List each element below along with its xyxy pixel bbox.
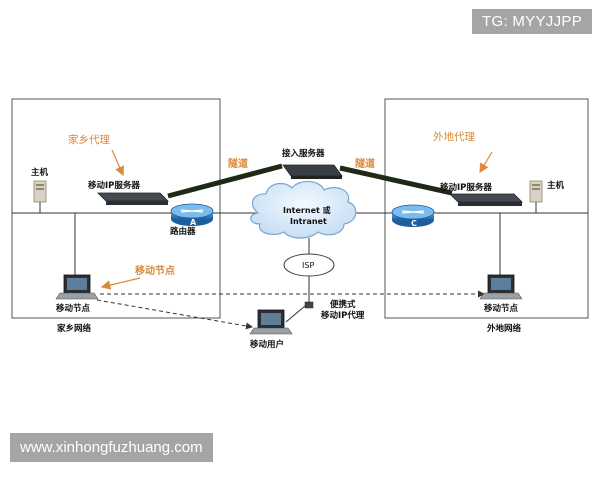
isp-label: ISP <box>302 261 314 270</box>
router-c <box>391 204 435 227</box>
home-ip-server-label: 移动IP服务器 <box>88 180 140 191</box>
home-host-tower <box>33 180 47 203</box>
cloud-label-line1: Internet 或 <box>283 205 331 215</box>
portable-proxy-device <box>304 301 314 309</box>
foreign-network-label: 外地网络 <box>486 323 522 334</box>
foreign-host-label: 主机 <box>547 180 565 191</box>
access-server-label: 接入服务器 <box>282 148 325 159</box>
cloud-label-line2: Intranet <box>290 217 327 226</box>
foreign-agent-label: 外地代理 <box>433 130 475 143</box>
portable-proxy-label-line1: 便携式 <box>330 299 356 310</box>
foreign-host-tower <box>529 180 543 203</box>
home-agent-arrow <box>111 149 125 177</box>
home-network-label: 家乡网络 <box>57 323 92 334</box>
watermark-bottom-url[interactable]: www.xinhongfuzhuang.com <box>10 433 213 462</box>
portable-proxy-label-line2: 移动IP代理 <box>321 310 365 321</box>
tunnel-left-label: 隧道 <box>228 157 248 170</box>
home-ip-server <box>97 192 169 205</box>
foreign-network-box <box>384 98 589 319</box>
router-a-letter: A <box>190 218 197 227</box>
router-c-letter: C <box>411 219 417 228</box>
access-server <box>282 164 343 179</box>
internet-cloud <box>250 180 357 239</box>
isp-ellipse <box>283 253 335 277</box>
home-mobile-node-laptop <box>55 274 99 300</box>
router-label: 路由器 <box>170 226 196 237</box>
foreign-mobile-node-laptop <box>479 274 523 300</box>
foreign-ip-server-label: 移动IP服务器 <box>440 182 492 193</box>
dashed-path-to-user <box>96 299 253 330</box>
home-agent-label: 家乡代理 <box>68 133 110 146</box>
foreign-agent-arrow <box>479 151 493 174</box>
mobile-user-label: 移动用户 <box>250 339 284 350</box>
home-host-label: 主机 <box>31 167 49 178</box>
mobile-node-callout-label: 移动节点 <box>135 264 175 277</box>
home-mobile-node-label: 移动节点 <box>56 303 91 314</box>
home-network-box <box>11 98 221 319</box>
mobile-node-arrow <box>100 277 141 290</box>
router-a <box>170 203 214 226</box>
foreign-mobile-node-label: 移动节点 <box>484 303 519 314</box>
tunnel-left-line <box>167 163 283 199</box>
mobile-user-laptop <box>249 309 293 335</box>
watermark-top: TG: MYYJJPP <box>472 9 592 34</box>
tunnel-right-line <box>339 165 453 196</box>
proxy-to-user-line <box>285 305 306 323</box>
tunnel-right-label: 隧道 <box>355 157 375 170</box>
foreign-ip-server <box>449 193 523 206</box>
